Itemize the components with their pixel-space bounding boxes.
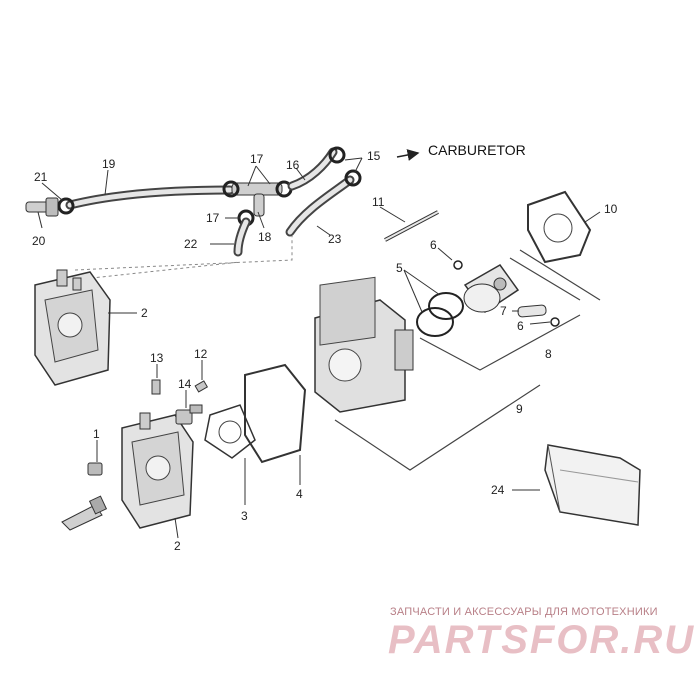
watermark-brand: PARTSFOR.RU [388,618,696,662]
circlip-6-top [453,260,463,270]
repair-kit-24 [544,444,641,526]
bolt-13 [151,379,161,395]
callout-18: 18 [258,230,272,244]
piston [463,264,520,314]
hose-23 [285,175,355,237]
callout-14: 14 [178,377,192,391]
stud-11 [384,210,439,242]
gasket-4 [244,363,307,464]
callout-10: 10 [604,202,618,216]
carburetor-arrow [396,149,420,161]
hose-22 [233,217,251,257]
callout-6-top: 6 [430,238,437,252]
callout-13: 13 [150,351,164,365]
bracket-9 [334,249,601,471]
callout-21: 21 [34,170,48,184]
clamp-21 [57,197,75,215]
watermark-tagline: ЗАПЧАСТИ И АКСЕССУАРЫ ДЛЯ МОТОТЕХНИКИ [390,606,658,618]
callout-15: 15 [367,149,381,163]
t-fitting-18 [231,182,283,217]
callout-1: 1 [93,427,100,441]
callout-9: 9 [516,402,523,416]
cylinder-head-upper [34,269,111,386]
base-gasket-10 [527,190,592,264]
callout-19: 19 [102,157,116,171]
callout-7: 7 [500,304,507,318]
piston-rings [416,292,464,337]
callout-16: 16 [286,158,300,172]
callout-6-bottom: 6 [517,319,524,333]
cylinder-block [314,276,414,413]
bracket-8 [419,257,581,371]
callout-23: 23 [328,232,342,246]
cylinder-head-lower [121,412,194,529]
fitting-20 [25,197,59,217]
callout-2-lower: 2 [174,539,181,553]
circlip-6-bottom [550,317,560,327]
callout-8: 8 [545,347,552,361]
callout-12: 12 [194,347,208,361]
callout-3: 3 [241,509,248,523]
leader-lines [37,157,601,539]
sensor-14 [175,404,203,425]
callout-24: 24 [491,483,505,497]
screw-12 [194,380,209,393]
callout-17-bottom: 17 [206,211,220,225]
spark-plug [61,462,108,531]
piston-pin-7 [517,304,547,318]
gasket-3 [204,404,256,459]
callout-17-top: 17 [250,152,264,166]
carburetor-label: CARBURETOR [428,142,526,158]
callout-11: 11 [372,195,385,209]
hose-19 [65,185,235,210]
clamp-15 [328,146,362,187]
callout-2-upper: 2 [141,306,148,320]
callout-20: 20 [32,234,46,248]
callout-22: 22 [184,237,198,251]
callout-5: 5 [396,261,403,275]
callout-4: 4 [296,487,303,501]
